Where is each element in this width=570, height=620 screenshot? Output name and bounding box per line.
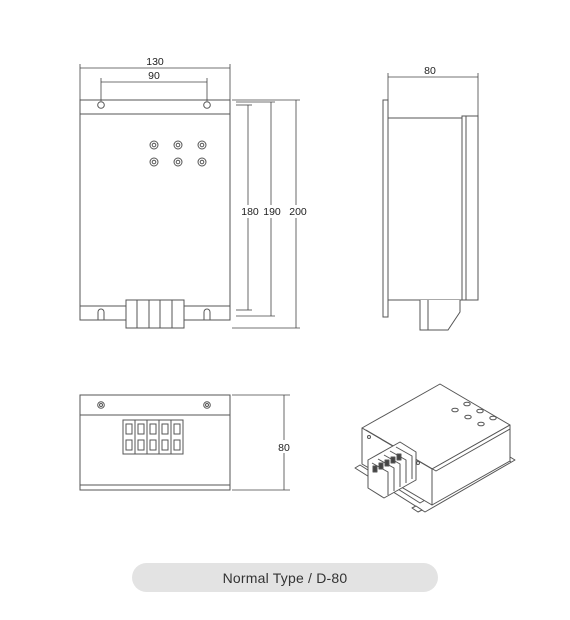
side-body [387,117,463,301]
dim-200-label: 200 [289,206,307,218]
front-bottom-slot-left [97,308,105,320]
front-view [79,99,231,329]
top-base [79,484,231,491]
dim-side-80-label: 80 [424,65,436,77]
dim-200-mask [287,205,307,218]
dim-top-80-mask [275,440,295,453]
dim-180-mask [240,205,260,218]
top-hole-left [97,401,105,409]
top-terminal-block [122,419,184,455]
top-view [79,394,231,491]
caption-pill: Normal Type / D-80 [132,563,438,592]
front-bottom-slot-right [203,308,211,320]
iso-terminal-screws [451,401,497,427]
front-top-hole-right [203,101,211,109]
front-terminal-block [125,299,185,329]
dim-90-label: 90 [148,70,160,82]
caption-text: Normal Type / D-80 [222,569,348,586]
isometric-view [354,383,516,513]
dim-130-label: 130 [146,56,164,68]
side-dimensions [387,73,479,116]
side-mount-plate [382,99,389,318]
dim-top-80-label: 80 [278,442,290,454]
iso-terminal-block [367,441,417,499]
side-view [382,99,479,331]
front-enclosure [79,99,231,321]
iso-right-face [431,424,511,506]
iso-side-hole [367,435,371,439]
side-terminal [419,300,461,331]
front-terminal-screws [149,140,207,167]
dim-180-label: 180 [241,206,259,218]
dim-190-label: 190 [263,206,281,218]
front-top-hole-left [97,101,105,109]
dim-190-mask [262,205,282,218]
side-cover [461,115,479,301]
top-hole-right [203,401,211,409]
